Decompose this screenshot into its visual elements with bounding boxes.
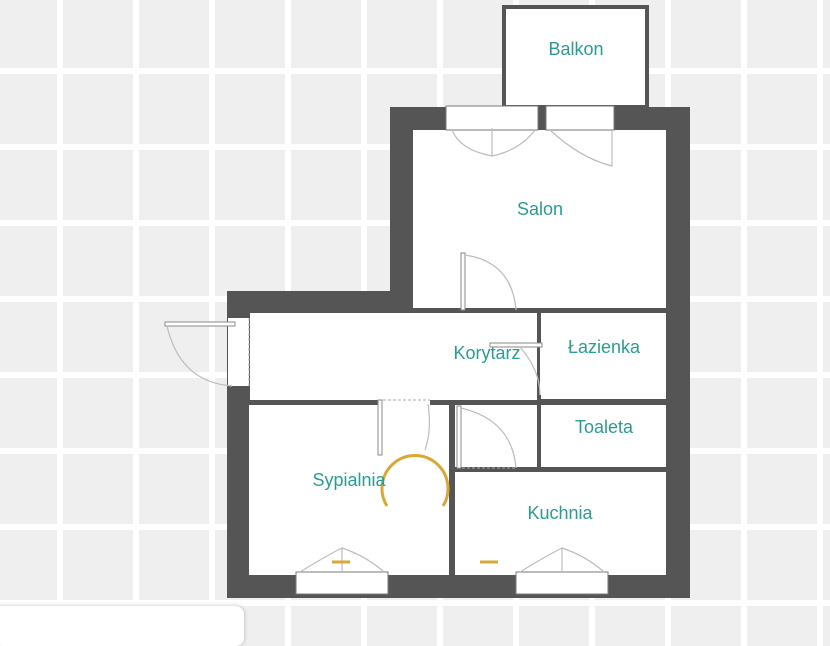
room-toaleta bbox=[541, 405, 666, 467]
salon-door-swing bbox=[464, 254, 517, 311]
sypialnia-window-swing bbox=[299, 547, 385, 573]
sypialnia-opening bbox=[378, 398, 430, 406]
entrance-door-swing bbox=[166, 325, 233, 387]
room-korytarz bbox=[250, 313, 537, 400]
room-salon bbox=[413, 130, 666, 308]
floor-plan: Balkon Salon Korytarz Łazienka Toaleta S… bbox=[164, 5, 690, 598]
balcony-door-left[interactable] bbox=[445, 105, 539, 131]
room-label-kuchnia: Kuchnia bbox=[527, 503, 593, 523]
room-label-toaleta: Toaleta bbox=[575, 417, 634, 437]
sypialnia-door[interactable] bbox=[377, 399, 383, 456]
balcony-door-swing-right bbox=[549, 129, 613, 167]
room-label-sypialnia: Sypialnia bbox=[312, 470, 386, 490]
room-sypialnia bbox=[249, 405, 449, 575]
room-kuchnia bbox=[455, 472, 666, 575]
kuchnia-window bbox=[515, 571, 609, 595]
panorama-hotspot-icon[interactable] bbox=[380, 454, 450, 507]
lazienka-door-swing bbox=[519, 346, 541, 396]
salon-door[interactable] bbox=[460, 252, 466, 311]
balcony-door-right[interactable] bbox=[545, 105, 615, 131]
room-lazienka bbox=[541, 313, 666, 399]
lazienka-door[interactable] bbox=[489, 342, 543, 348]
balcony-door-swing-left bbox=[451, 128, 536, 157]
room-label-balkon: Balkon bbox=[548, 39, 603, 59]
sypialnia-door-swing bbox=[424, 403, 431, 451]
info-panel[interactable] bbox=[0, 606, 244, 646]
kuchnia-door[interactable] bbox=[456, 405, 462, 469]
room-kuchnia-hall bbox=[455, 405, 537, 467]
lazienka-opening bbox=[540, 343, 544, 395]
kuchnia-door-swing bbox=[460, 407, 517, 469]
room-label-lazienka: Łazienka bbox=[568, 337, 641, 357]
balcony-outline bbox=[502, 5, 649, 109]
room-label-salon: Salon bbox=[517, 199, 563, 219]
kuchnia-window-swing bbox=[519, 547, 605, 573]
room-label-korytarz: Korytarz bbox=[453, 343, 520, 363]
sypialnia-window bbox=[295, 571, 389, 595]
entrance-opening bbox=[228, 318, 249, 386]
entrance-door[interactable] bbox=[164, 321, 236, 327]
